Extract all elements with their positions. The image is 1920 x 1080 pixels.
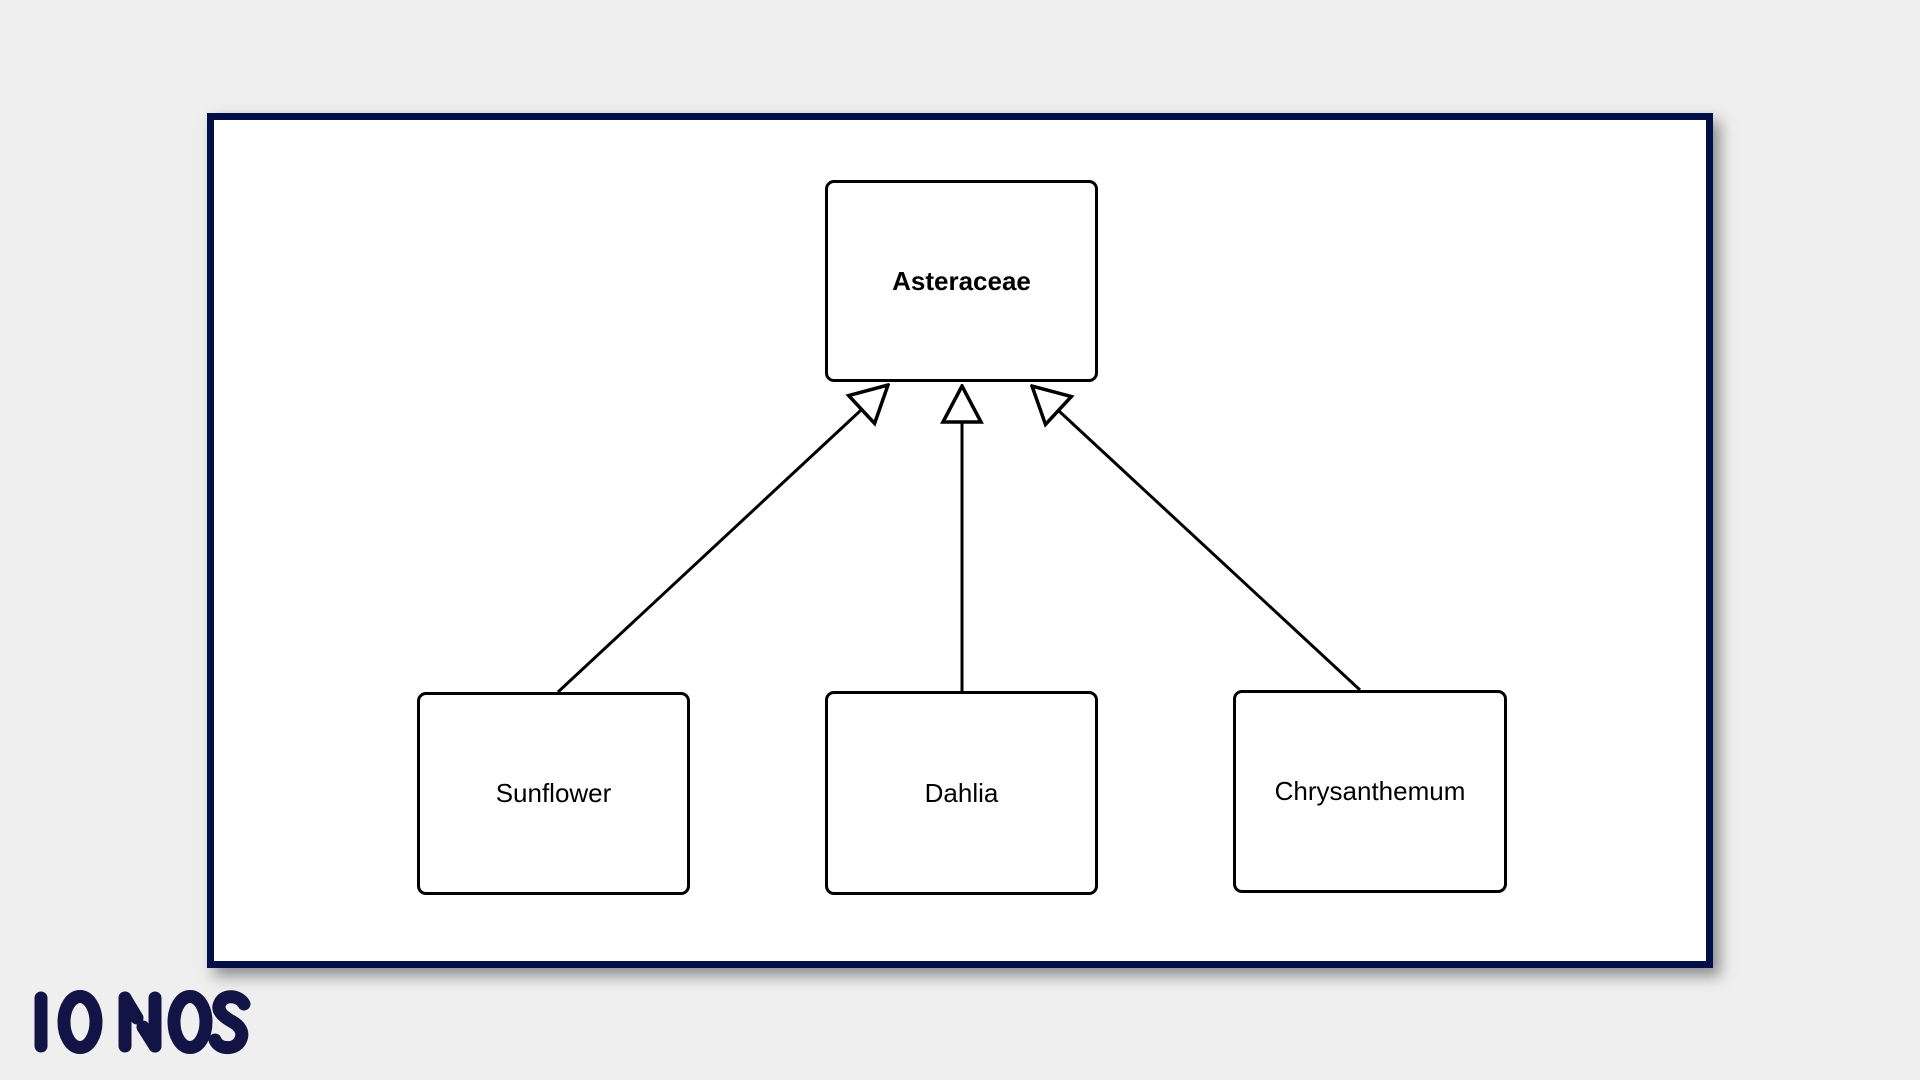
node-dahlia: Dahlia bbox=[825, 691, 1098, 895]
node-dahlia-label: Dahlia bbox=[924, 777, 999, 808]
ionos-logo-glyphs bbox=[34, 990, 251, 1055]
node-asteraceae-label: Asteraceae bbox=[892, 265, 1031, 296]
node-chrysanthemum: Chrysanthemum bbox=[1233, 690, 1507, 893]
ionos-logo: IONOS bbox=[33, 989, 253, 1055]
node-asteraceae: Asteraceae bbox=[825, 180, 1098, 382]
node-chrysanthemum-label: Chrysanthemum bbox=[1274, 776, 1466, 806]
node-sunflower: Sunflower bbox=[417, 692, 690, 895]
node-sunflower-label: Sunflower bbox=[495, 778, 612, 808]
